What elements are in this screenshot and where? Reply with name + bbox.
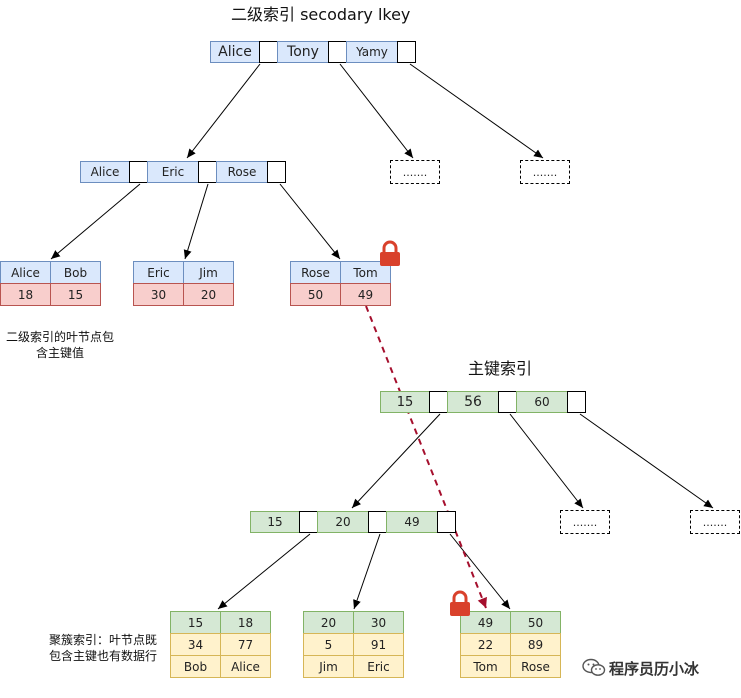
brand-watermark: 程序员历小冰 [609,660,700,678]
secondary-leaf-3: Rose Tom 50 49 [290,261,391,306]
leaf-value: 50 [290,283,341,306]
leaf-age: 34 [170,633,221,656]
key: Yamy [346,41,398,63]
pointer [328,41,347,63]
leaf-key: Bob [50,261,101,284]
leaf-id: 50 [510,611,561,634]
secondary-root-node: Alice Tony Yamy [210,41,416,63]
key: Alice [210,41,260,63]
key: Tony [277,41,329,63]
key: 56 [447,391,499,413]
arrow-sec-root-to-mid [186,63,261,159]
primary-placeholder-node: ....... [560,510,610,534]
leaf-name: Rose [510,655,561,678]
pointer [498,391,517,413]
arrow-sec-mid-to-leaf1 [50,183,141,260]
pointer [437,511,456,533]
key: 49 [386,511,438,533]
lookup-dashed-arrow [365,305,487,609]
key: Eric [147,161,199,183]
arrow-pri-root-to-dash1 [509,413,584,509]
pointer [129,161,148,183]
leaf-age: 89 [510,633,561,656]
lock-icon [380,240,400,266]
arrow-sec-root-to-dash2 [409,63,544,159]
primary-note: 聚簇索引：叶节点既包含主键也有数据行 [48,633,157,663]
secondary-placeholder-node: ....... [390,160,440,184]
leaf-id: 15 [170,611,221,634]
key: Rose [216,161,268,183]
primary-leaf-3: 49 50 22 89 Tom Rose [460,611,561,678]
pointer [259,41,278,63]
leaf-name: Jim [303,655,354,678]
leaf-id: 30 [353,611,404,634]
leaf-value: 18 [0,283,51,306]
leaf-id: 20 [303,611,354,634]
leaf-name: Bob [170,655,221,678]
pointer [198,161,217,183]
leaf-value: 20 [183,283,234,306]
key: Alice [80,161,130,183]
key: 60 [516,391,568,413]
wechat-icon [582,658,606,676]
leaf-id: 18 [220,611,271,634]
arrow-pri-root-to-mid [351,413,441,509]
leaf-key: Tom [340,261,391,284]
leaf-name: Tom [460,655,511,678]
arrow-sec-mid-to-leaf3 [279,183,341,260]
arrow-sec-mid-to-leaf2 [183,183,209,260]
arrow-pri-mid-to-leaf1 [217,533,311,610]
leaf-value: 49 [340,283,391,306]
secondary-index-title: 二级索引 secodary lkey [231,5,411,24]
primary-leaf-1: 15 18 34 77 Bob Alice [170,611,271,678]
primary-mid-node: 15 20 49 [250,511,456,533]
leaf-age: 22 [460,633,511,656]
primary-placeholder-node: ....... [690,510,740,534]
arrow-pri-mid-to-leaf3 [449,533,511,610]
secondary-placeholder-node: ....... [520,160,570,184]
secondary-note: 二级索引的叶节点包含主键值 [5,330,114,360]
arrow-sec-root-to-dash1 [339,63,414,159]
leaf-name: Eric [353,655,404,678]
pointer [267,161,286,183]
leaf-key: Rose [290,261,341,284]
pointer [368,511,387,533]
leaf-key: Eric [133,261,184,284]
primary-index-title: 主键索引 [468,359,533,378]
primary-leaf-2: 20 30 5 91 Jim Eric [303,611,404,678]
arrow-pri-mid-to-leaf2 [353,533,381,610]
arrow-pri-root-to-dash2 [579,413,714,509]
secondary-mid-node: Alice Eric Rose [80,161,286,183]
pointer [299,511,318,533]
pointer [429,391,448,413]
pointer [397,41,416,63]
leaf-name: Alice [220,655,271,678]
lock-icon [450,590,470,616]
leaf-value: 15 [50,283,101,306]
leaf-age: 77 [220,633,271,656]
primary-root-node: 15 56 60 [380,391,586,413]
key: 15 [380,391,430,413]
leaf-key: Alice [0,261,51,284]
key: 20 [317,511,369,533]
pointer [567,391,586,413]
key: 15 [250,511,300,533]
secondary-leaf-2: Eric Jim 30 20 [133,261,234,306]
leaf-age: 91 [353,633,404,656]
secondary-leaf-1: Alice Bob 18 15 [0,261,101,306]
leaf-age: 5 [303,633,354,656]
leaf-key: Jim [183,261,234,284]
leaf-value: 30 [133,283,184,306]
